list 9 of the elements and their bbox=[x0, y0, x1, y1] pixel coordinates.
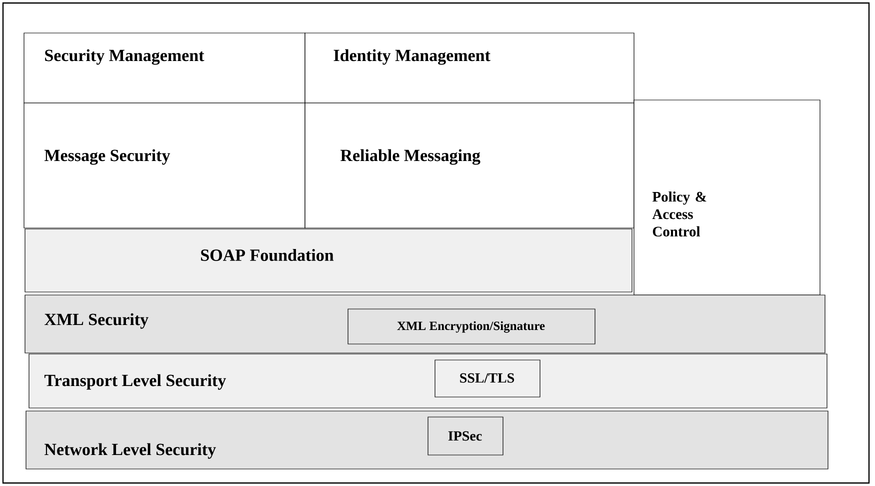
layer-band: SOAP Foundation bbox=[24, 228, 632, 292]
table-cell: Reliable Messaging bbox=[304, 102, 634, 228]
protocol-box: XML Encryption/Signature bbox=[348, 308, 596, 344]
table-cell: Message Security bbox=[24, 102, 306, 228]
table-cell: Security Management bbox=[24, 32, 306, 104]
protocol-box: IPSec bbox=[428, 416, 504, 456]
column-box: Policy & Access Control bbox=[634, 100, 820, 296]
protocol-box: SSL/TLS bbox=[434, 360, 540, 398]
table-cell: Identity Management bbox=[304, 32, 634, 104]
